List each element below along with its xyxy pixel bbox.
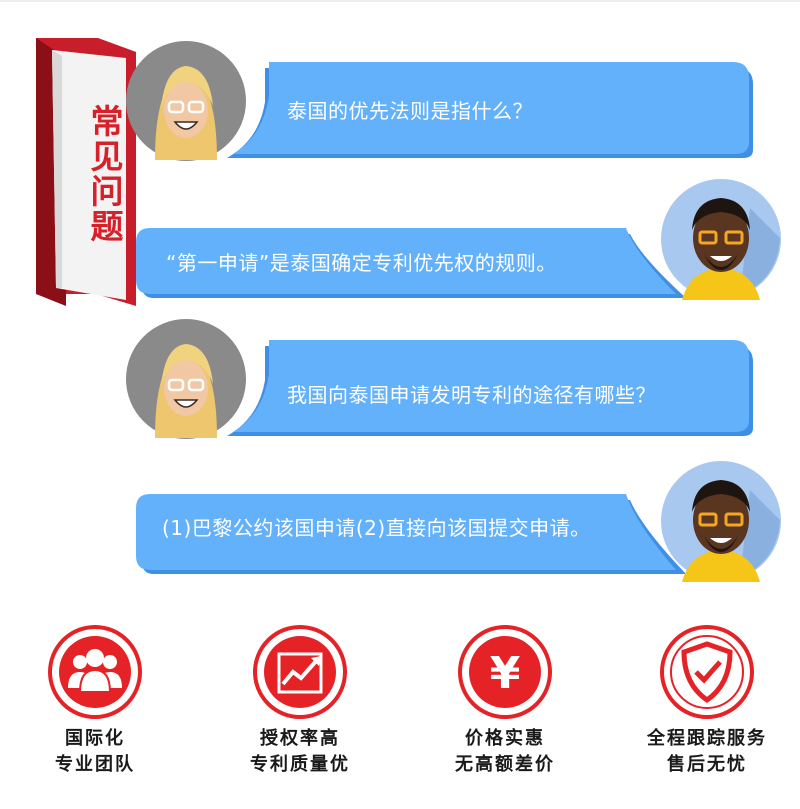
feature-label-line2: 专利质量优 <box>250 754 350 775</box>
feature-label-line1: 授权率高 <box>260 728 340 749</box>
feature-label-line2: 专业团队 <box>55 754 135 775</box>
top-divider <box>0 0 800 2</box>
svg-text:¥: ¥ <box>490 648 521 699</box>
man-avatar <box>661 461 781 582</box>
faq-title: 常见问题 <box>85 104 124 244</box>
feature-label-line1: 国际化 <box>65 728 125 749</box>
chat-bubble-2: “第一申请”是泰国确定专利优先权的规则。 <box>136 228 688 300</box>
bubble-text-4: (1)巴黎公约该国申请(2)直接向该国提交申请。 <box>162 516 591 540</box>
chat-bubble-4: (1)巴黎公约该国申请(2)直接向该国提交申请。 <box>136 494 688 576</box>
bubble-text-2: “第一申请”是泰国确定专利优先权的规则。 <box>166 251 557 275</box>
feature-service: 全程跟踪服务 售后无忧 <box>612 622 800 778</box>
faq-ribbon: 常见问题 <box>36 38 136 306</box>
feature-label-line1: 价格实惠 <box>465 728 545 749</box>
man-avatar <box>661 179 781 300</box>
feature-label-line2: 售后无忧 <box>667 754 747 775</box>
feature-team: 国际化 专业团队 <box>0 622 190 778</box>
bubble-text-3: 我国向泰国申请发明专利的途径有哪些？ <box>287 383 656 407</box>
bubble-text-1: 泰国的优先法则是指什么？ <box>287 99 533 123</box>
feature-price: ¥ 价格实惠 无高额差价 <box>410 622 600 778</box>
team-icon <box>48 625 142 719</box>
chat-bubble-1: 泰国的优先法则是指什么？ <box>225 62 755 160</box>
woman-avatar <box>126 319 246 439</box>
chat-bubble-3: 我国向泰国申请发明专利的途径有哪些？ <box>225 340 755 438</box>
woman-avatar <box>126 41 246 161</box>
feature-approval: 授权率高 专利质量优 <box>205 622 395 778</box>
shield-check-icon <box>660 625 754 719</box>
growth-chart-icon <box>253 625 347 719</box>
feature-label-line1: 全程跟踪服务 <box>647 728 767 749</box>
feature-label-line2: 无高额差价 <box>455 754 555 775</box>
yen-icon: ¥ <box>458 625 552 719</box>
